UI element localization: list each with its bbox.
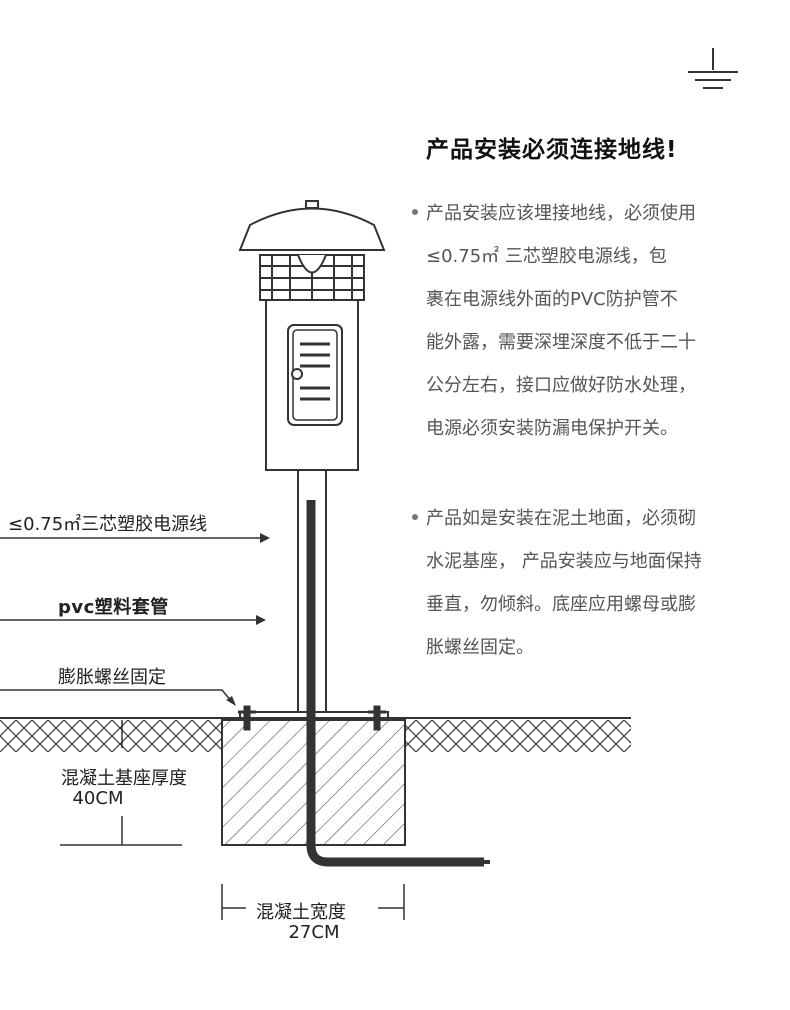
bullet-icon [412,514,418,520]
note-grounding: 产品安装应该埋接地线，必须使用 ≤0.75㎡ 三芯塑胶电源线，包 裹在电源线外面… [412,192,782,450]
screw-label: 膨胀螺丝固定 [58,667,166,688]
note-line: 胀螺丝固定。 [426,637,534,658]
note-line: 电源必须安装防漏电保护开关。 [426,418,678,439]
thickness-label: 混凝土基座厚度 [61,768,187,789]
note-line: ≤0.75㎡ 三芯塑胶电源线，包 [426,246,667,267]
ground-symbol-icon [688,48,738,89]
thickness-dimension [60,720,182,846]
soil-ground [0,717,631,752]
note-line: 产品如是安装在泥土地面，必须砌 [426,508,696,529]
note-line: 产品安装应该埋接地线，必须使用 [426,203,696,224]
power-cable [306,500,490,867]
leader-lines [0,533,270,706]
cable-label: ≤0.75㎡三芯塑胶电源线 [8,514,208,535]
thickness-value: 40CM [72,788,124,809]
page-title: 产品安装必须连接地线! [426,137,678,163]
width-dimension [221,884,405,920]
width-value: 27CM [288,922,340,943]
note-line: 垂直，勿倾斜。底座应用螺母或膨 [426,594,696,615]
note-line: 裹在电源线外面的PVC防护管不 [426,289,678,310]
pvc-label: pvc塑料套管 [58,597,169,618]
bullet-icon [412,209,418,215]
note-line: 公分左右，接口应做好防水处理， [426,375,696,396]
width-label: 混凝土宽度 [256,902,346,923]
note-line: 水泥基座， 产品安装应与地面保持 [426,551,702,572]
note-line: 能外露，需要深埋深度不低于二十 [426,332,696,353]
note-foundation: 产品如是安装在泥土地面，必须砌 水泥基座， 产品安装应与地面保持 垂直，勿倾斜。… [412,497,782,669]
